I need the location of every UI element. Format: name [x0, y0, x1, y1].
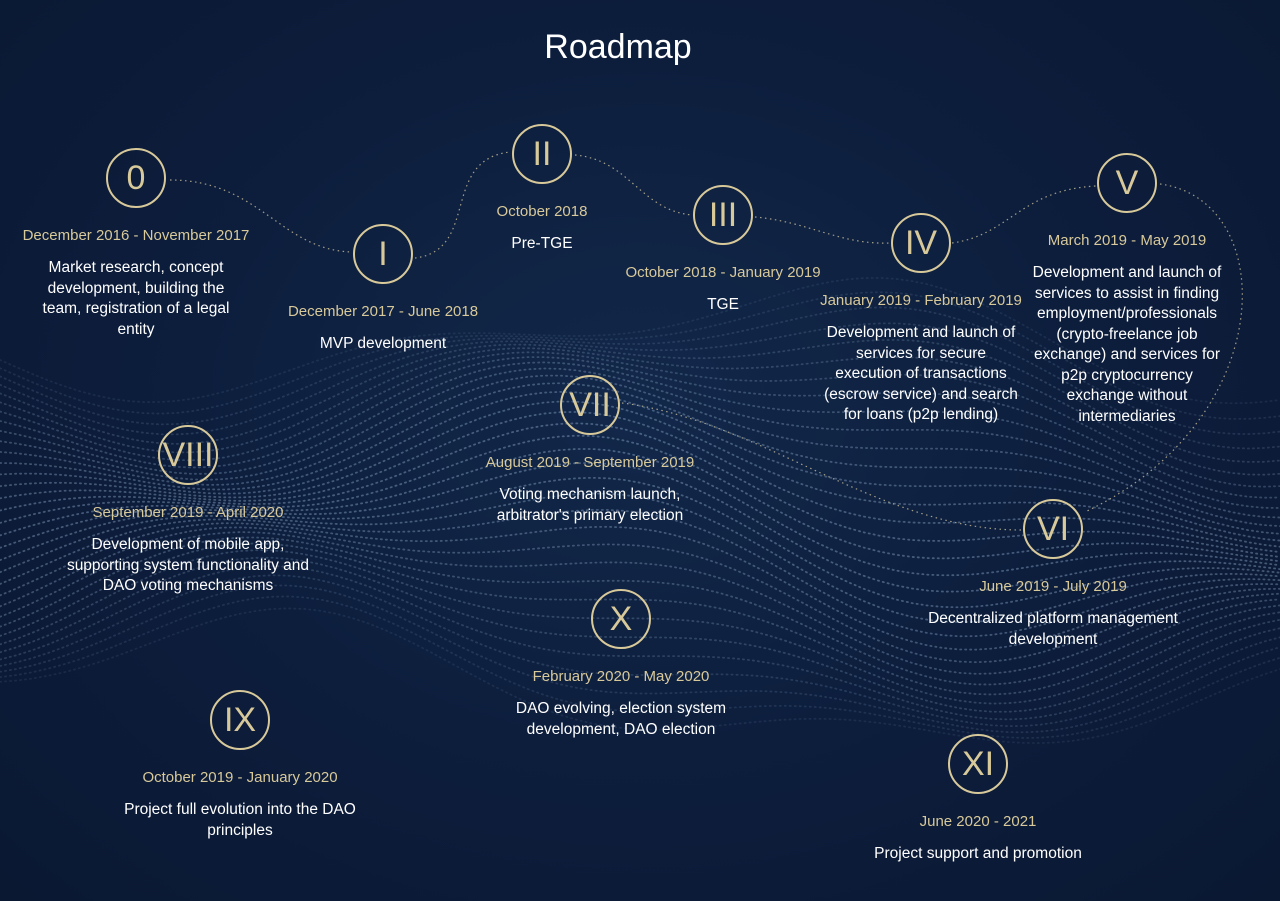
- milestone-4: IV January 2019 - February 2019 Developm…: [796, 213, 1046, 426]
- milestone-date: August 2019 - September 2019: [485, 454, 695, 471]
- wave-particle-row: [0, 291, 1280, 420]
- wave-particle-row: [0, 584, 1280, 734]
- milestone-numeral: IV: [891, 213, 951, 273]
- milestone-8: VIII September 2019 - April 2020 Develop…: [63, 425, 313, 597]
- milestone-numeral: II: [512, 124, 572, 184]
- milestone-numeral: IX: [210, 690, 270, 750]
- milestone-date: September 2019 - April 2020: [92, 504, 284, 521]
- milestone-numeral: XI: [948, 734, 1008, 794]
- milestone-numeral: III: [693, 185, 753, 245]
- milestone-0: 0 December 2016 - November 2017 Market r…: [11, 148, 261, 340]
- milestone-1: I December 2017 - June 2018 MVP developm…: [258, 224, 508, 355]
- milestone-date: June 2019 - July 2019: [979, 578, 1127, 595]
- wave-particle-row: [0, 462, 1280, 593]
- milestone-numeral: X: [591, 589, 651, 649]
- wave-particle-row: [0, 565, 1280, 721]
- milestone-description: Project full evolution into the DAO prin…: [124, 801, 356, 839]
- milestone-10: X February 2020 - May 2020 DAO evolving,…: [496, 589, 746, 740]
- wave-particle-row: [0, 595, 1280, 739]
- wave-particle-row: [0, 549, 1280, 705]
- wave-particle-row: [0, 509, 1280, 638]
- milestone-description: TGE: [707, 296, 739, 313]
- milestone-description: MVP development: [319, 335, 447, 352]
- milestone-date: March 2019 - May 2019: [1047, 232, 1207, 249]
- milestone-description: Project support and promotion: [874, 845, 1082, 862]
- milestone-date: October 2019 - January 2020: [142, 769, 338, 786]
- wave-particle-row: [0, 276, 1280, 405]
- wave-particle-row: [0, 382, 1280, 535]
- milestone-date: December 2016 - November 2017: [22, 227, 250, 244]
- milestone-description: Decentralized platform management develo…: [928, 610, 1178, 648]
- wave-particle-row: [0, 448, 1280, 577]
- wave-particle-row: [0, 574, 1280, 728]
- connector-0-1: [169, 179, 353, 253]
- milestone-date: February 2020 - May 2020: [532, 668, 710, 685]
- milestone-3: III October 2018 - January 2019 TGE: [598, 185, 848, 316]
- milestone-numeral: VIII: [158, 425, 218, 485]
- milestone-description: Development and launch of services for s…: [824, 324, 1018, 423]
- wave-particle-row: [0, 536, 1280, 686]
- wave-particle-row: [0, 607, 1280, 745]
- milestone-7: VII August 2019 - September 2019 Voting …: [465, 375, 715, 526]
- milestone-description: Development of mobile app, supporting sy…: [66, 536, 310, 594]
- milestone-numeral: 0: [106, 148, 166, 208]
- connector-3-4: [754, 216, 891, 244]
- milestone-numeral: VII: [560, 375, 620, 435]
- milestone-description: Voting mechanism launch, arbitrator's pr…: [496, 486, 684, 524]
- wave-particle-row: [0, 374, 1280, 527]
- connector-1-2: [414, 151, 511, 259]
- connector-5-6: [1084, 183, 1243, 513]
- connector-6-7: [621, 402, 1022, 531]
- wave-particle-row: [0, 422, 1280, 558]
- wave-particle-row: [0, 522, 1280, 651]
- wave-particle-row: [0, 390, 1280, 542]
- milestone-description: Market research, concept development, bu…: [42, 259, 230, 338]
- milestone-date: June 2020 - 2021: [919, 813, 1037, 830]
- page-title: Roadmap: [544, 28, 692, 66]
- wave-particle-row: [0, 531, 1280, 675]
- milestone-6: VI June 2019 - July 2019 Decentralized p…: [928, 499, 1178, 650]
- milestone-5: V March 2019 - May 2019 Development and …: [1002, 153, 1252, 427]
- milestone-numeral: V: [1097, 153, 1157, 213]
- milestone-description: Pre-TGE: [511, 235, 573, 252]
- wave-particle-row: [0, 411, 1280, 553]
- wave-particle-row: [0, 476, 1280, 609]
- milestone-description: DAO evolving, election system developmen…: [515, 700, 727, 738]
- milestone-date: December 2017 - June 2018: [287, 303, 479, 320]
- milestone-2: II October 2018 Pre-TGE: [417, 124, 667, 255]
- milestone-date: October 2018 - January 2019: [625, 264, 821, 281]
- milestone-date: October 2018: [496, 203, 588, 220]
- milestone-numeral: I: [353, 224, 413, 284]
- milestone-numeral: VI: [1023, 499, 1083, 559]
- milestone-date: January 2019 - February 2019: [820, 292, 1022, 309]
- wave-particle-row: [0, 322, 1280, 450]
- milestone-11: XI June 2020 - 2021 Project support and …: [853, 734, 1103, 865]
- milestone-9: IX October 2019 - January 2020 Project f…: [115, 690, 365, 841]
- milestone-description: Development and launch of services to as…: [1032, 264, 1222, 425]
- wave-particle-row: [0, 400, 1280, 548]
- wave-particle-row: [0, 306, 1280, 436]
